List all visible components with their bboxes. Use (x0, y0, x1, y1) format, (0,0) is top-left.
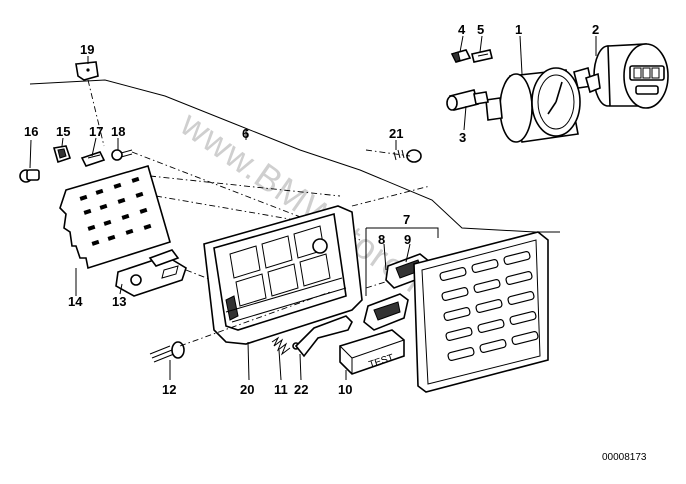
part-number-labels: 1 2 3 4 5 6 7 8 9 10 11 12 13 14 15 16 1… (24, 22, 599, 397)
bulb-socket-part-3 (446, 89, 489, 111)
clock-part-1 (485, 66, 593, 143)
label-part-13: 13 (112, 294, 126, 309)
label-part-22: 22 (294, 382, 308, 397)
label-part-18: 18 (111, 124, 125, 139)
screw-part-12 (149, 291, 331, 363)
label-part-19: 19 (80, 42, 94, 57)
label-part-21: 21 (389, 126, 403, 141)
label-part-10: 10 (338, 382, 352, 397)
label-part-5: 5 (477, 22, 484, 37)
label-part-20: 20 (240, 382, 254, 397)
bulb-part-17 (80, 151, 106, 167)
label-part-15: 15 (56, 124, 70, 139)
circuit-board-part-14 (59, 165, 341, 270)
screw-part-16 (19, 169, 40, 183)
screw-part-21 (365, 149, 422, 163)
label-part-4: 4 (458, 22, 466, 37)
test-button-part-10: TEST (339, 329, 405, 375)
bulb-part-5 (471, 49, 493, 63)
label-part-8: 8 (378, 232, 385, 247)
clip-part-15 (52, 145, 72, 164)
housing-part-20 (203, 185, 431, 345)
bulb-holder-part-8 (363, 293, 409, 331)
label-part-9: 9 (404, 232, 411, 247)
label-part-1: 1 (515, 22, 522, 37)
label-part-14: 14 (68, 294, 83, 309)
spring-part-11 (271, 336, 300, 356)
clip-part-19 (75, 61, 105, 147)
label-part-3: 3 (459, 130, 466, 145)
lever-part-22 (294, 315, 353, 358)
label-part-17: 17 (89, 124, 103, 139)
assembly-outline-line (29, 79, 560, 233)
label-part-12: 12 (162, 382, 176, 397)
label-part-11: 11 (274, 382, 288, 397)
leader-lines (29, 35, 597, 381)
bulb-part-4 (450, 49, 472, 63)
label-part-7: 7 (403, 212, 410, 227)
digital-display-part-2 (585, 43, 669, 109)
label-part-6: 6 (242, 126, 249, 141)
front-panel-part-7 (413, 231, 549, 393)
label-part-16: 16 (24, 124, 38, 139)
catalog-code: 00008173 (602, 452, 647, 463)
label-part-2: 2 (592, 22, 599, 37)
